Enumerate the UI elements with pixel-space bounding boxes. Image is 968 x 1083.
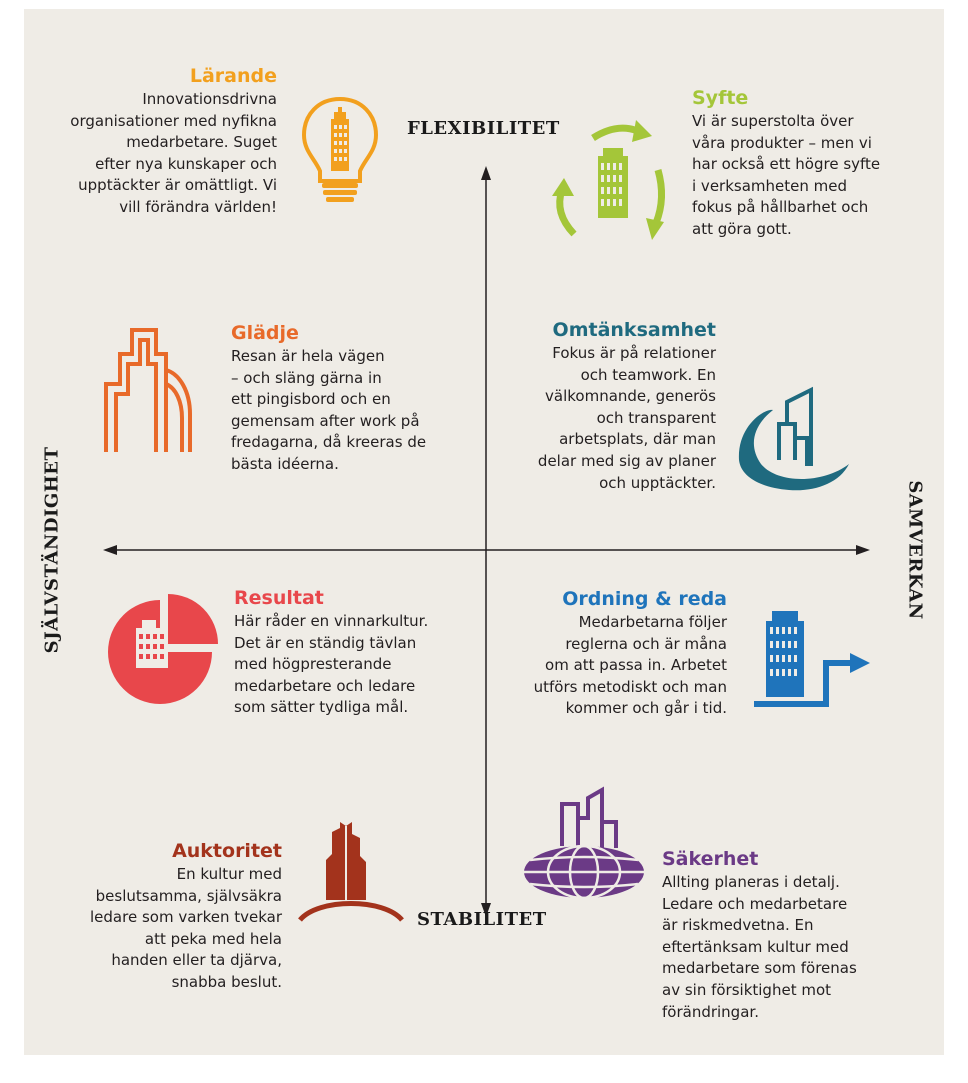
larande-text: Innovationsdrivna organisationer med nyf… bbox=[70, 90, 277, 216]
pie-chart-building-icon bbox=[108, 594, 218, 704]
skyscraper-outline-icon bbox=[104, 328, 192, 452]
axis-label-left: SJÄLVSTÄNDIGHET bbox=[41, 446, 63, 654]
building-arrow-icon bbox=[754, 611, 870, 707]
lightbulb-building-icon bbox=[301, 96, 379, 202]
larande-title: Lärande bbox=[189, 65, 277, 87]
vertical-axis-bottom-arrow bbox=[481, 903, 491, 917]
vertical-axis-top-arrow bbox=[481, 166, 491, 180]
globe-buildings-icon bbox=[524, 786, 644, 900]
tower-on-hill-icon bbox=[298, 822, 404, 922]
horizontal-axis-right-arrow bbox=[856, 545, 870, 555]
infographic-panel bbox=[24, 9, 944, 1055]
auktoritet-text: En kultur med beslutsamma, självsäkra le… bbox=[90, 865, 282, 991]
sakerhet-title: Säkerhet bbox=[662, 848, 759, 870]
auktoritet-title: Auktoritet bbox=[172, 840, 282, 862]
axis-label-bottom: STABILITET bbox=[417, 909, 547, 930]
resultat-title: Resultat bbox=[234, 587, 324, 609]
axis-label-right: SAMVERKAN bbox=[904, 480, 926, 620]
sakerhet-text: Allting planeras i detalj. Ledare och me… bbox=[662, 873, 857, 1021]
recycle-building-icon bbox=[552, 120, 665, 240]
omtanksamhet-title: Omtänksamhet bbox=[552, 319, 716, 341]
omtanksamhet-text: Fokus är på relationer och teamwork. En … bbox=[537, 344, 716, 492]
resultat-text: Här råder en vinnarkultur. Det är en stä… bbox=[234, 612, 429, 717]
ordning-title: Ordning & reda bbox=[562, 588, 727, 610]
axis-label-top: FLEXIBILITET bbox=[407, 118, 560, 139]
syfte-title: Syfte bbox=[692, 87, 749, 109]
horizontal-axis-left-arrow bbox=[103, 545, 117, 555]
gladje-text: Resan är hela vägen – och släng gärna in… bbox=[231, 347, 427, 473]
ordning-text: Medarbetarna följer reglerna och är måna… bbox=[533, 613, 727, 718]
gladje-title: Glädje bbox=[231, 322, 299, 344]
syfte-text: Vi är superstolta över våra produkter – … bbox=[692, 112, 881, 238]
embraced-buildings-icon bbox=[738, 386, 849, 491]
